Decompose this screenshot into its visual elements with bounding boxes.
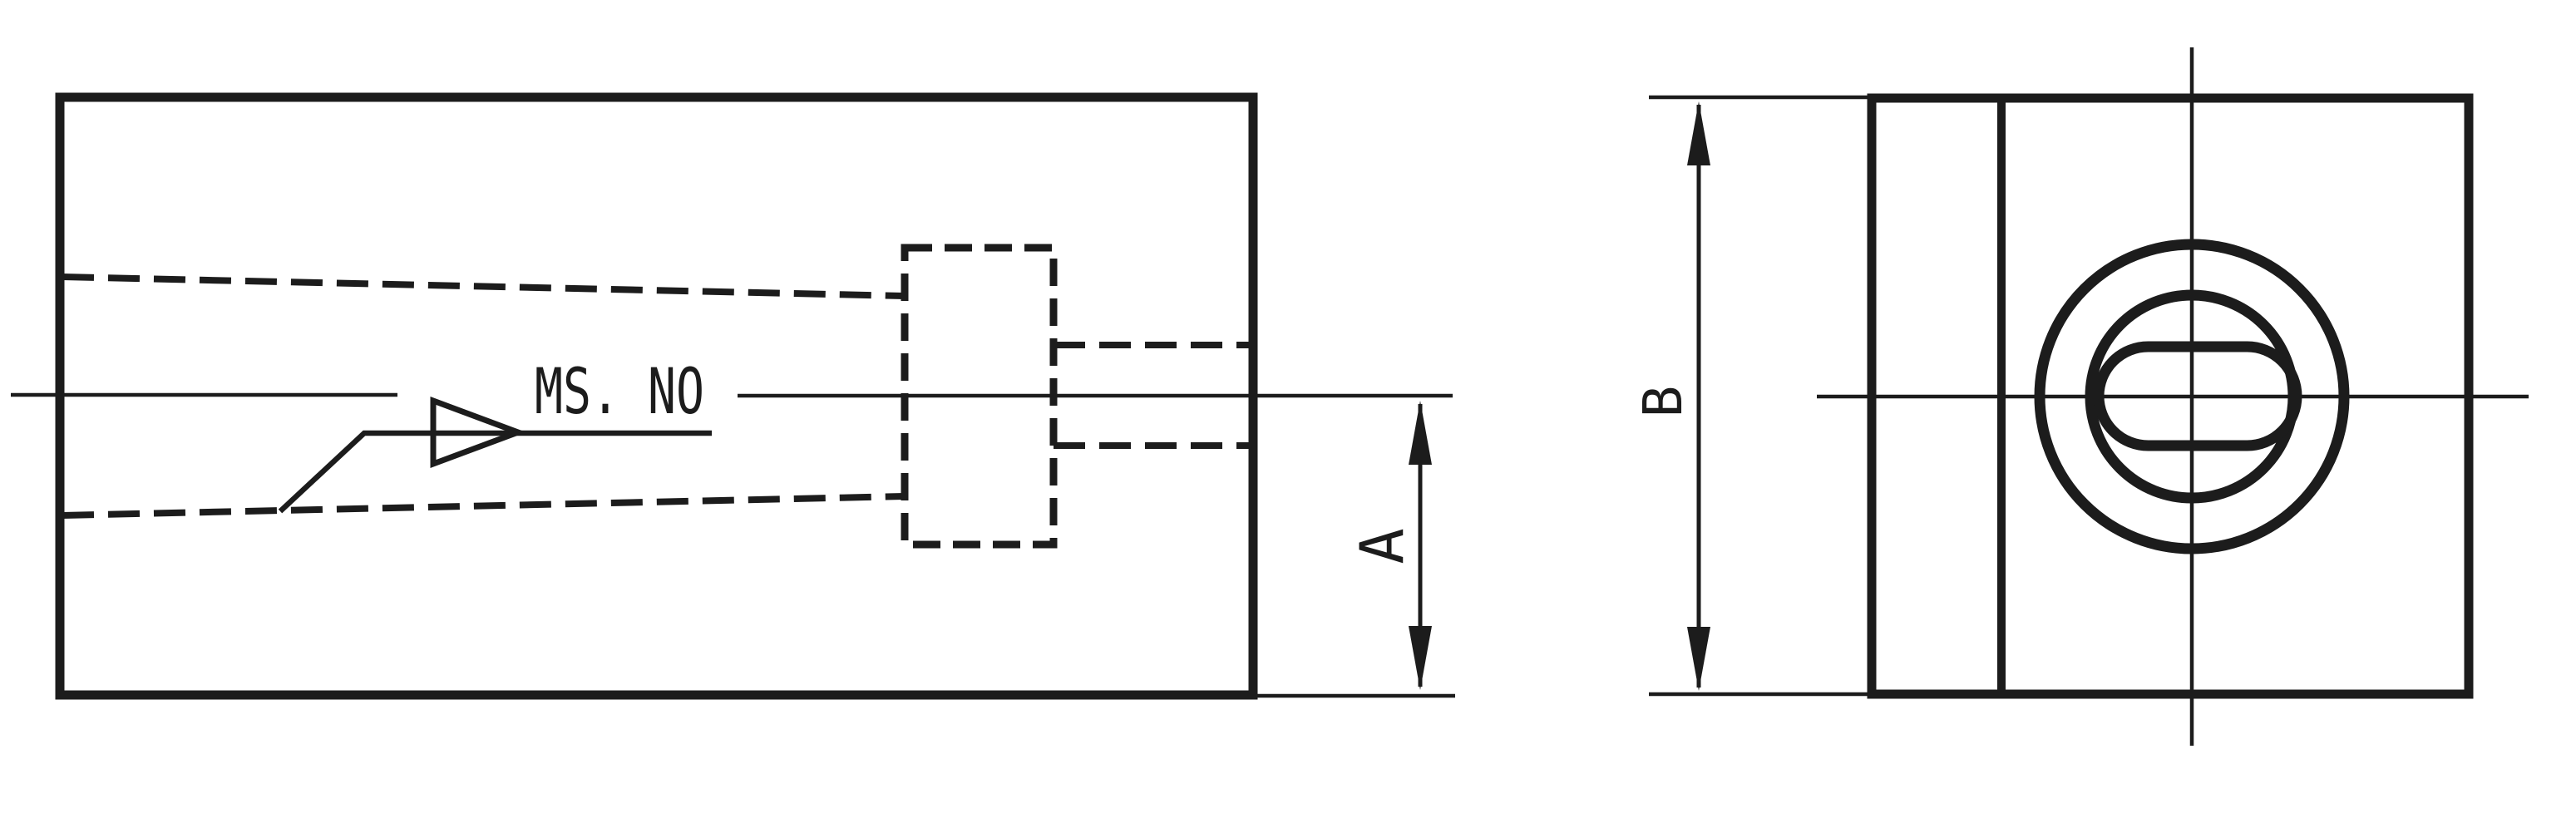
open-arrowhead-icon — [430, 396, 527, 469]
dim-b-label: B — [1633, 386, 1695, 418]
hidden-taper-line-upper — [62, 274, 906, 299]
dim-a-label: A — [1347, 528, 1417, 564]
slot-obround — [2093, 341, 2302, 451]
dim-b-arrowhead-down-icon — [1687, 627, 1710, 691]
dim-b-arrowhead-up-icon — [1687, 101, 1710, 165]
callout-leader-line — [278, 430, 712, 514]
left-view: MS. NO A — [11, 92, 1455, 700]
dim-a-arrowhead-up-icon — [1409, 401, 1432, 465]
callout-text: MS. NO — [535, 354, 704, 428]
counterbore-outer-circle — [2034, 239, 2350, 554]
hidden-taper-line-lower — [62, 493, 905, 519]
right-view: B — [1633, 47, 2529, 746]
dim-a-arrowhead-down-icon — [1409, 626, 1432, 690]
hidden-pocket-rect — [901, 244, 1058, 549]
